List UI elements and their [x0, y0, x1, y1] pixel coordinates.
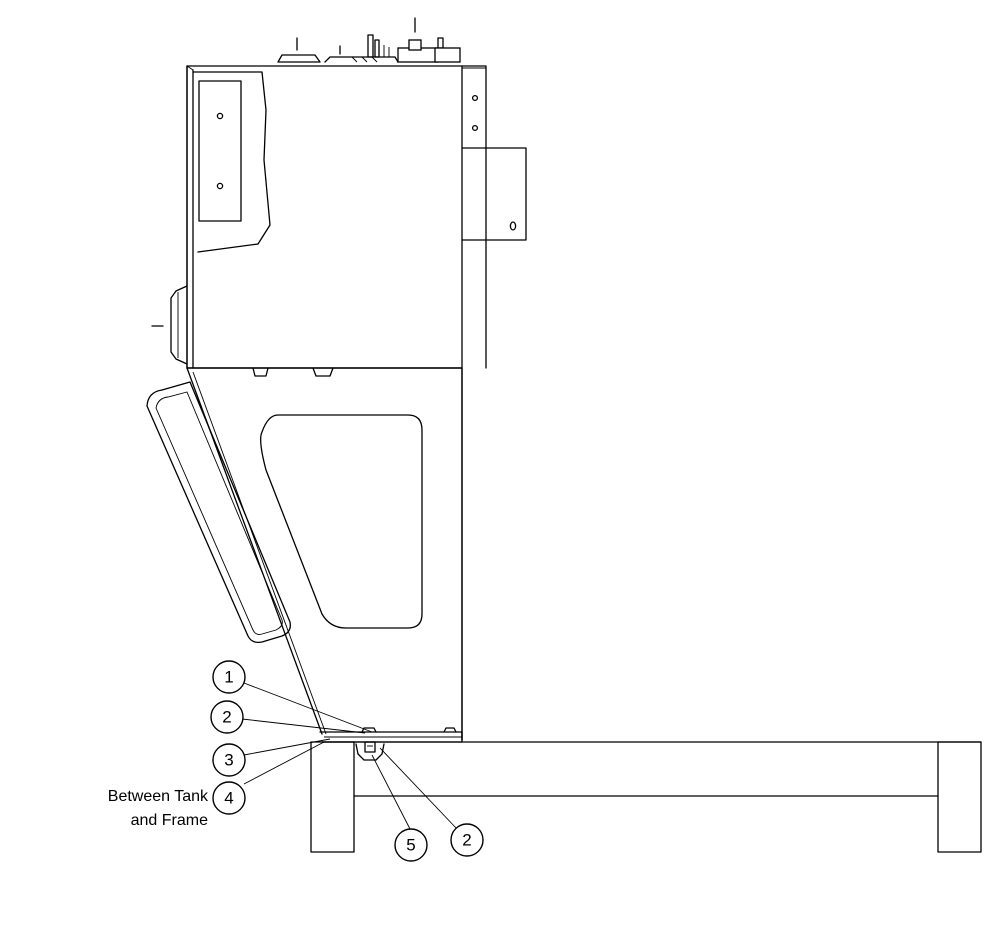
callout-2-lower: 2	[450, 823, 484, 857]
callout-5: 5	[394, 828, 428, 862]
callout-4: 4	[212, 781, 246, 815]
callout-3: 3	[212, 743, 246, 777]
note-line-1: Between Tank	[108, 788, 209, 805]
leader-lines	[241, 682, 458, 830]
upper-cabinet	[151, 65, 527, 377]
callout-label: 2	[222, 708, 231, 727]
top-fittings	[277, 17, 461, 63]
callout-2: 2	[210, 700, 244, 734]
callout-label: 2	[462, 831, 471, 850]
support-frame	[310, 741, 982, 853]
lower-tank	[146, 367, 463, 743]
callout-label: 5	[406, 836, 415, 855]
callout-label: 4	[224, 789, 233, 808]
note-line-2: and Frame	[131, 812, 208, 829]
callout-label: 3	[224, 751, 233, 770]
callout-label: 1	[224, 668, 233, 687]
callout-1: 1	[212, 660, 246, 694]
